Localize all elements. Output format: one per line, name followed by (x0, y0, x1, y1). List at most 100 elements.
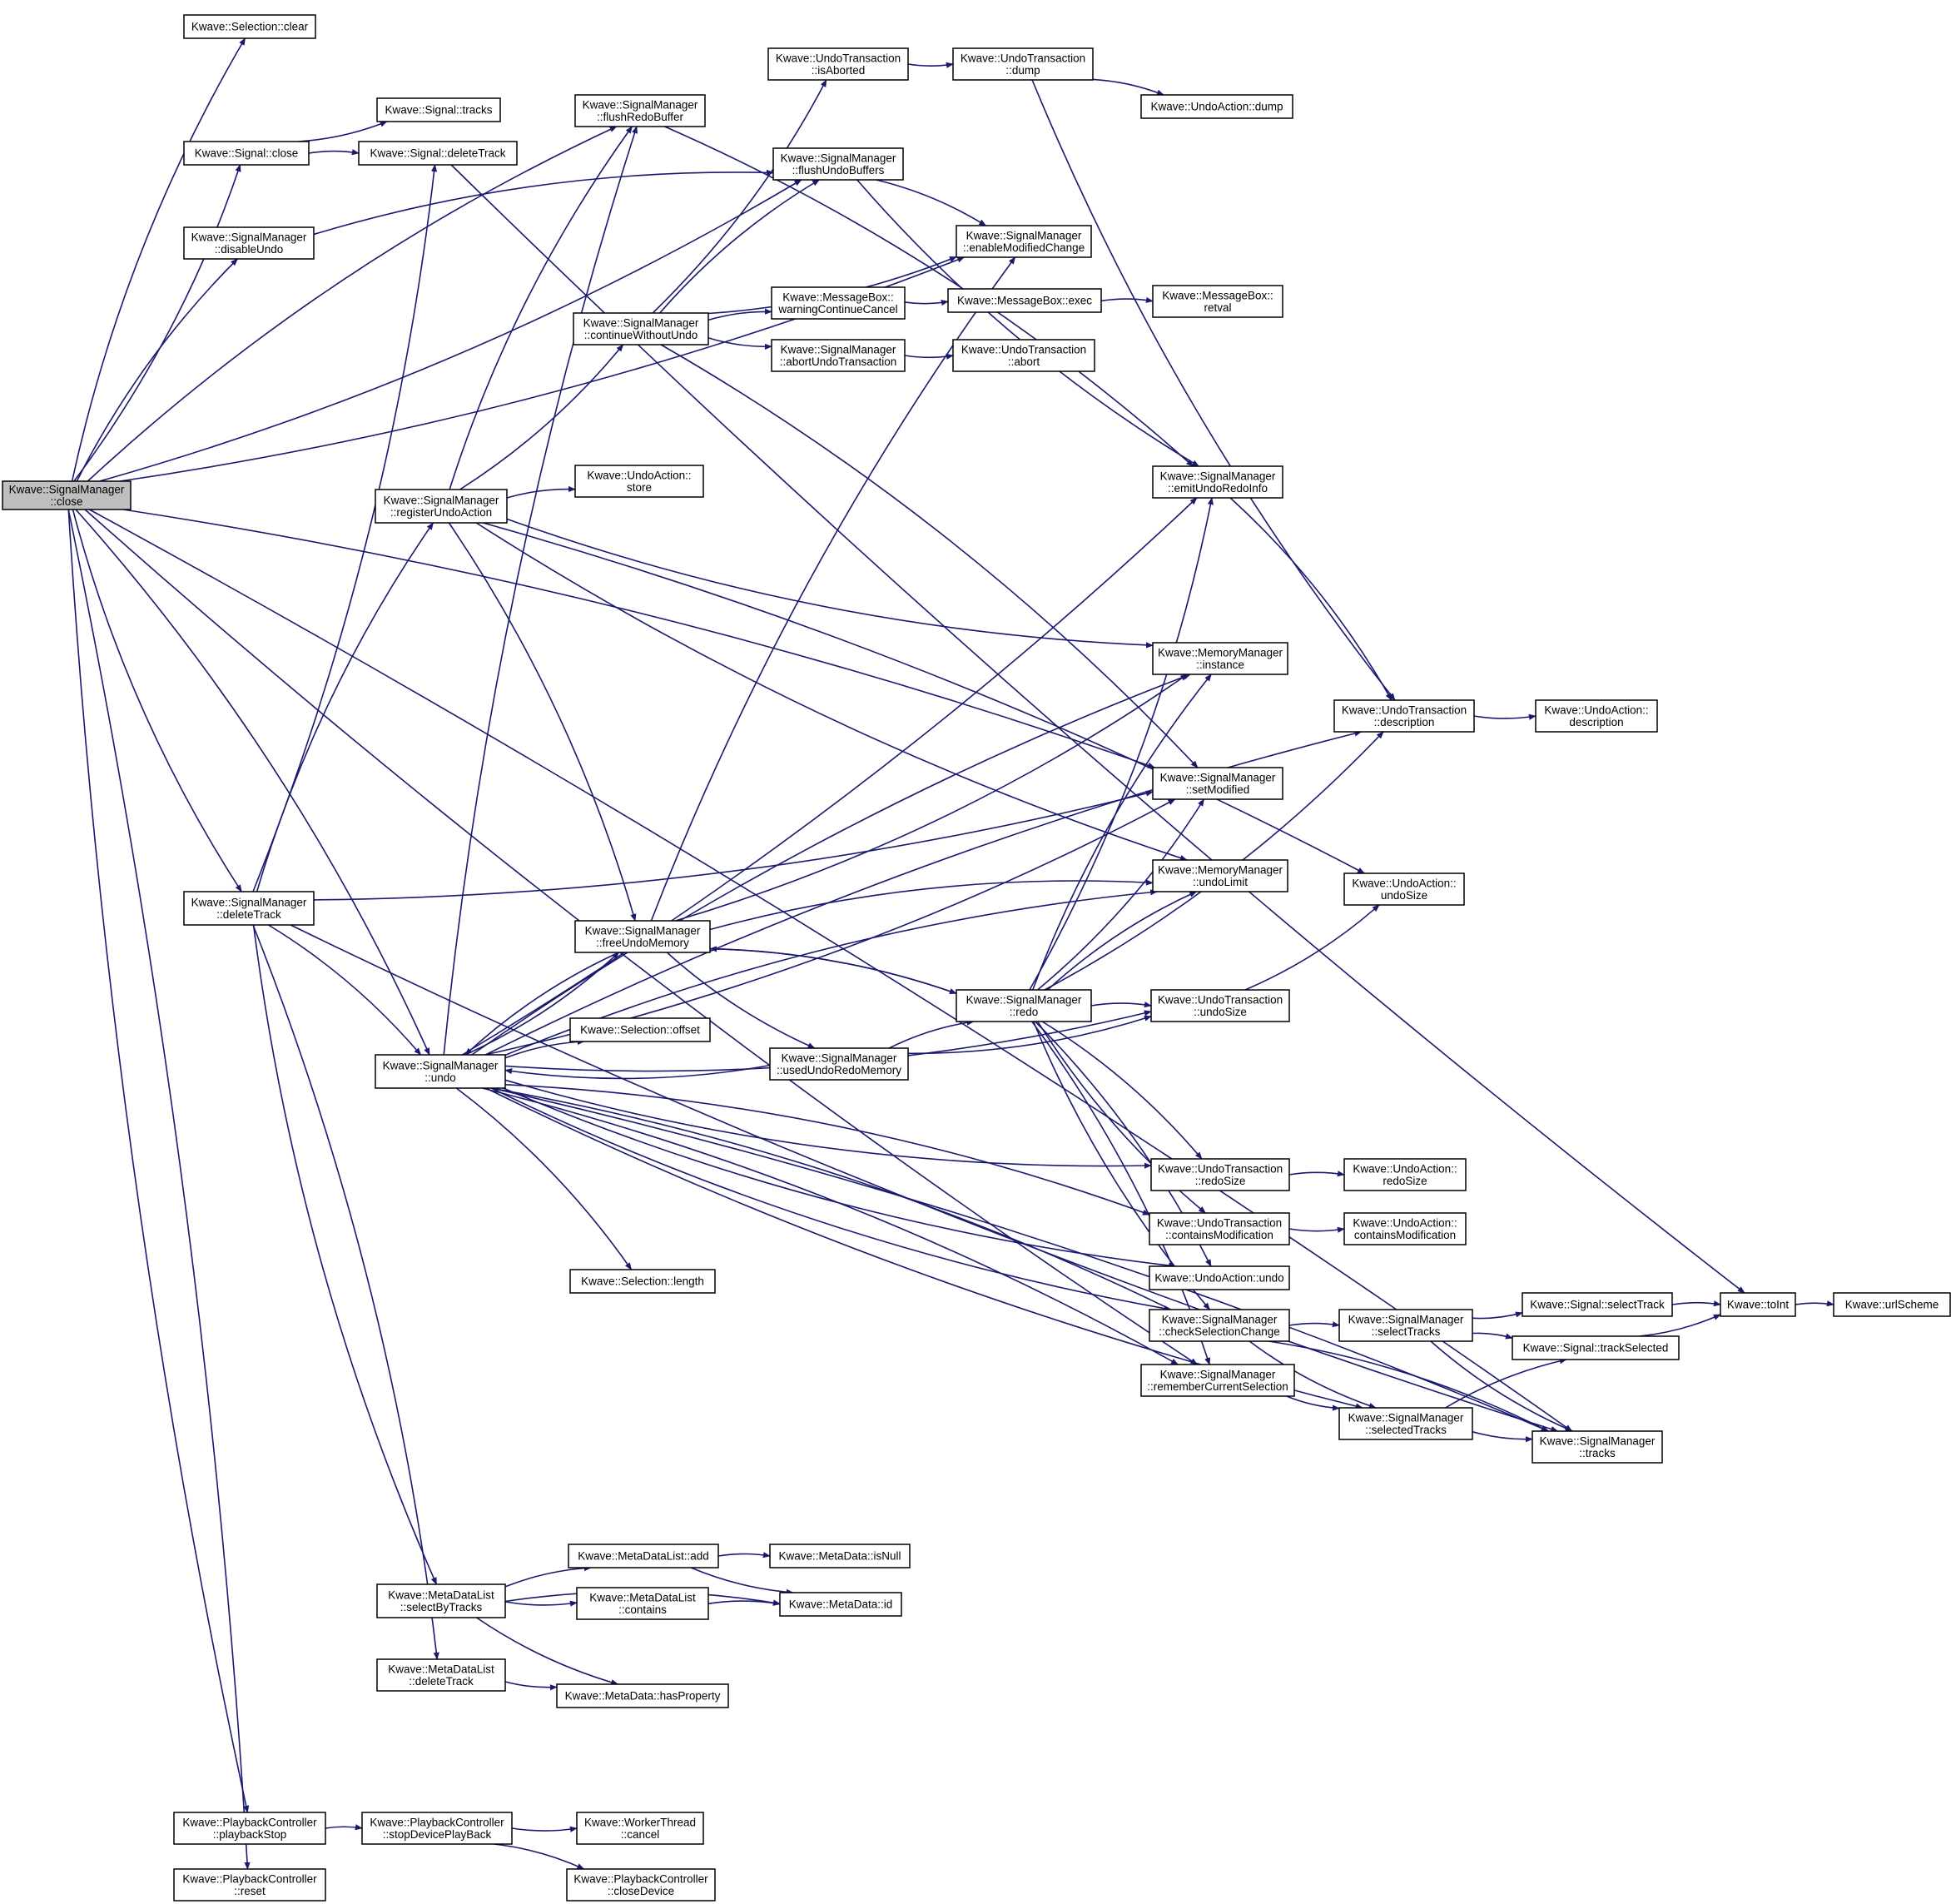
node-ua_containsmod[interactable]: Kwave::UndoAction::containsModification (1343, 1212, 1467, 1245)
node-ua_undo[interactable]: Kwave::UndoAction::undo (1149, 1265, 1290, 1290)
node-sm_checksel[interactable]: Kwave::SignalManager::checkSelectionChan… (1149, 1309, 1290, 1342)
node-label-line: description (1569, 716, 1623, 728)
edge-sm_contwo-to-sm_flushundo (659, 179, 821, 314)
edge-root-to-sm_remembersel (84, 509, 1199, 1365)
node-sig_tracks[interactable]: Kwave::Signal::tracks (376, 97, 501, 122)
node-md_isnull[interactable]: Kwave::MetaData::isNull (769, 1544, 911, 1568)
node-sm_flushundo[interactable]: Kwave::SignalManager::flushUndoBuffers (772, 147, 904, 181)
edge-root-to-sig_close (73, 164, 241, 482)
node-sig_selecttrack[interactable]: Kwave::Signal::selectTrack (1522, 1292, 1673, 1317)
node-ut_abort[interactable]: Kwave::UndoTransaction::abort (952, 339, 1095, 372)
node-ua_store[interactable]: Kwave::UndoAction::store (574, 465, 704, 498)
edge-sm_flushundo-to-sm_enablemod (876, 179, 987, 226)
node-label-line: Kwave::UndoTransaction (1158, 1162, 1283, 1175)
node-root[interactable]: Kwave::SignalManager::close (2, 480, 132, 510)
node-label-line: Kwave::UndoAction::dump (1150, 101, 1283, 113)
node-box (1152, 859, 1288, 892)
node-toint[interactable]: Kwave::toInt (1720, 1292, 1796, 1317)
node-sm_regundo[interactable]: Kwave::SignalManager::registerUndoAction (375, 489, 508, 524)
node-sm_undo[interactable]: Kwave::SignalManager::undo (375, 1054, 506, 1089)
edge-sm_remembersel-to-sm_selectedtracks (1286, 1395, 1340, 1411)
node-label-line: Kwave::UndoTransaction (961, 343, 1086, 355)
node-ua_desc[interactable]: Kwave::UndoAction::description (1535, 699, 1658, 733)
node-sm_selectedtracks[interactable]: Kwave::SignalManager::selectedTracks (1338, 1407, 1473, 1440)
node-sel_length[interactable]: Kwave::Selection::length (569, 1269, 716, 1294)
node-urlscheme[interactable]: Kwave::urlScheme (1833, 1292, 1951, 1317)
node-mdl_deltrack[interactable]: Kwave::MetaDataList::deleteTrack (376, 1658, 506, 1692)
node-ut_desc[interactable]: Kwave::UndoTransaction::description (1333, 699, 1475, 733)
node-label-line: Kwave::UndoAction::undo (1154, 1272, 1283, 1285)
node-box (779, 1592, 902, 1617)
node-label-line: Kwave::SignalManager (583, 98, 698, 111)
node-sig_trackselected[interactable]: Kwave::Signal::trackSelected (1512, 1335, 1680, 1360)
node-ut_undosize[interactable]: Kwave::UndoTransaction::undoSize (1150, 989, 1290, 1022)
node-mdl_add[interactable]: Kwave::MetaDataList::add (568, 1544, 719, 1568)
node-label-line: Kwave::UndoAction:: (1353, 1162, 1457, 1175)
node-sm_deltrack[interactable]: Kwave::SignalManager::deleteTrack (183, 891, 315, 926)
node-mb_retval[interactable]: Kwave::MessageBox::retval (1152, 285, 1283, 318)
node-mm_undolimit[interactable]: Kwave::MemoryManager::undoLimit (1152, 859, 1288, 892)
node-ut_redosize[interactable]: Kwave::UndoTransaction::redoSize (1150, 1158, 1290, 1191)
node-label-line: Kwave::UndoTransaction (961, 52, 1085, 64)
edge-sm_flushredo-to-sm_emitinfo (664, 126, 1194, 467)
node-label-line: redoSize (1383, 1175, 1427, 1187)
node-sm_redo[interactable]: Kwave::SignalManager::redo (956, 989, 1092, 1022)
node-sm_remembersel[interactable]: Kwave::SignalManager::rememberCurrentSel… (1140, 1364, 1295, 1397)
node-sm_emitinfo[interactable]: Kwave::SignalManager::emitUndoRedoInfo (1152, 465, 1283, 499)
node-sm_abortut[interactable]: Kwave::SignalManager::abortUndoTransacti… (771, 339, 906, 372)
edges-layer (67, 37, 1834, 1870)
node-pc_playstop[interactable]: Kwave::PlaybackController::playbackStop (173, 1812, 326, 1845)
node-ua_undosize[interactable]: Kwave::UndoAction::undoSize (1343, 872, 1465, 906)
node-pc_reset[interactable]: Kwave::PlaybackController::reset (173, 1868, 326, 1902)
node-box (1149, 1212, 1290, 1245)
node-box (569, 1017, 711, 1042)
node-label-line: Kwave::SignalManager (1162, 1313, 1278, 1325)
node-label-line: Kwave::SignalManager (1160, 771, 1276, 783)
node-ut_isaborted[interactable]: Kwave::UndoTransaction::isAborted (767, 47, 909, 81)
node-sm_disableundo[interactable]: Kwave::SignalManager::disableUndo (183, 226, 315, 260)
node-ua_dump[interactable]: Kwave::UndoAction::dump (1140, 94, 1293, 119)
node-mdl_contains[interactable]: Kwave::MetaDataList::contains (576, 1587, 709, 1620)
node-sm_flushredo[interactable]: Kwave::SignalManager::flushRedoBuffer (574, 94, 706, 127)
node-sm_tracks[interactable]: Kwave::SignalManager::tracks (1532, 1430, 1663, 1464)
node-sm_freeundo[interactable]: Kwave::SignalManager::freeUndoMemory (574, 920, 711, 953)
node-wt_cancel[interactable]: Kwave::WorkerThread::cancel (576, 1812, 704, 1845)
edge-sm_usedmem-to-ut_undosize (907, 1015, 1152, 1055)
node-mb_warn[interactable]: Kwave::MessageBox::warningContinueCancel (771, 286, 906, 320)
node-sig_deltrack[interactable]: Kwave::Signal::deleteTrack (358, 141, 518, 166)
edge-mdl_add-to-md_isnull (717, 1552, 771, 1558)
edge-sm_regundo-to-mm_undolimit (475, 522, 1188, 861)
node-sm_usedmem[interactable]: Kwave::SignalManager::usedUndoRedoMemory (769, 1047, 909, 1081)
node-sm_setmod[interactable]: Kwave::SignalManager::setModified (1152, 767, 1283, 800)
node-sm_enablemod[interactable]: Kwave::SignalManager::enableModifiedChan… (956, 225, 1092, 258)
node-sm_contwo[interactable]: Kwave::SignalManager::continueWithoutUnd… (573, 312, 709, 346)
node-md_id[interactable]: Kwave::MetaData::id (779, 1592, 902, 1617)
node-sel_offset[interactable]: Kwave::Selection::offset (569, 1017, 711, 1042)
edge-ut_dump-to-ut_desc (1031, 79, 1396, 701)
node-label-line: ::freeUndoMemory (596, 937, 689, 949)
node-mb_exec[interactable]: Kwave::MessageBox::exec (947, 288, 1102, 313)
edge-sm_undo-to-ua_undo (503, 1087, 1177, 1269)
node-box (183, 141, 310, 166)
node-label-line: ::closeDevice (608, 1885, 674, 1897)
node-ut_containsmod[interactable]: Kwave::UndoTransaction::containsModifica… (1149, 1212, 1290, 1245)
node-box (376, 97, 501, 122)
node-ut_dump[interactable]: Kwave::UndoTransaction::dump (952, 47, 1094, 81)
edge-sm_abortut-to-ut_abort (904, 353, 954, 360)
node-sm_selecttracks[interactable]: Kwave::SignalManager::selectTracks (1338, 1309, 1473, 1342)
node-pc_stopdev[interactable]: Kwave::PlaybackController::stopDevicePla… (361, 1812, 513, 1845)
node-ua_redosize[interactable]: Kwave::UndoAction::redoSize (1343, 1158, 1467, 1191)
edge-mdl_add-to-md_id (690, 1567, 794, 1595)
node-sig_close[interactable]: Kwave::Signal::close (183, 141, 310, 166)
node-pc_closedev[interactable]: Kwave::PlaybackController::closeDevice (566, 1868, 716, 1902)
node-label-line: ::reset (234, 1885, 266, 1897)
edge-sm_selectedtracks-to-sm_tracks (1472, 1430, 1533, 1443)
edge-sm_selecttracks-to-sm_tracks (1430, 1340, 1573, 1432)
node-md_hasprop[interactable]: Kwave::MetaData::hasProperty (556, 1683, 729, 1708)
node-mm_instance[interactable]: Kwave::MemoryManager::instance (1152, 642, 1288, 675)
edge-root-to-pc_reset (67, 509, 251, 1870)
node-mdl_selbytracks[interactable]: Kwave::MetaDataList::selectByTracks (376, 1583, 506, 1618)
node-label-line: Kwave::MemoryManager (1158, 646, 1283, 659)
node-sel_clear[interactable]: Kwave::Selection::clear (183, 14, 316, 39)
edge-root-to-sm_deltrack (72, 509, 242, 892)
